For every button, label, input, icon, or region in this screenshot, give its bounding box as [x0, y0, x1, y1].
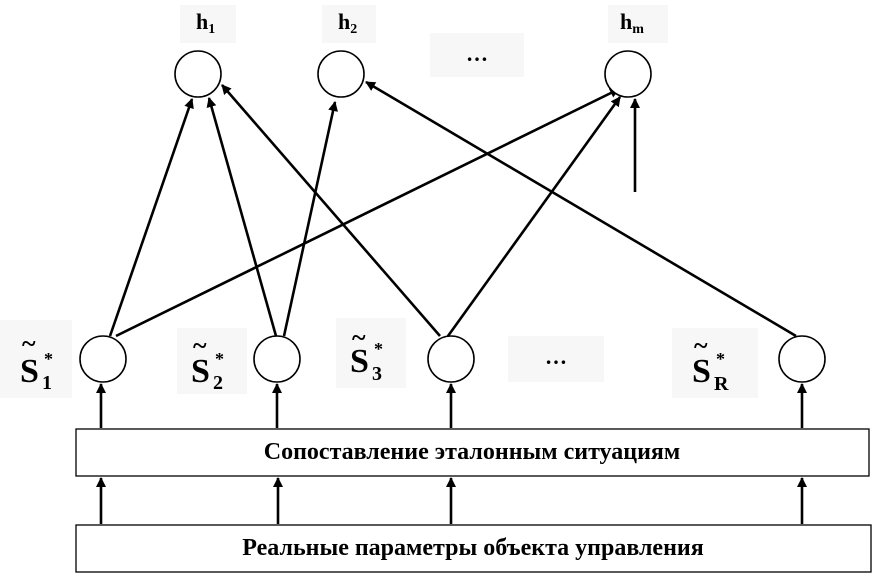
svg-text:1: 1 — [42, 372, 52, 394]
output-node-h2 — [317, 50, 365, 98]
svg-text:~: ~ — [694, 331, 708, 360]
svg-text:h2: h2 — [338, 9, 357, 37]
situation-label-s1: ~ S * 1 — [0, 320, 72, 398]
output-ellipsis: … — [430, 33, 524, 77]
output-node-h1 — [174, 50, 222, 98]
comparison-to-situation-arrows — [96, 383, 807, 428]
edge-s3-hm — [446, 96, 622, 337]
svg-text:S: S — [191, 353, 210, 390]
edge-s3-h1 — [221, 84, 441, 337]
svg-text:…: … — [545, 344, 567, 369]
svg-text:S: S — [350, 343, 369, 380]
situation-ellipsis: … — [508, 336, 604, 382]
svg-text:~: ~ — [22, 329, 36, 358]
situation-node-s2 — [253, 335, 301, 383]
comparison-box-label: Сопоставление эталонным ситуациям — [264, 439, 680, 465]
input-box: Реальные параметры объекта управления — [75, 524, 872, 573]
situation-label-sr: ~ S * R — [672, 328, 758, 398]
svg-text:*: * — [215, 349, 224, 369]
svg-text:2: 2 — [213, 372, 223, 394]
situation-node-s1 — [79, 335, 127, 383]
svg-text:~: ~ — [352, 323, 366, 352]
edges — [108, 80, 797, 338]
svg-text:*: * — [44, 349, 53, 369]
output-label-h2: h2 — [322, 5, 376, 43]
svg-text:*: * — [374, 339, 383, 359]
input-to-comparison-arrows — [96, 477, 807, 524]
output-node-hm — [604, 50, 652, 98]
svg-text:*: * — [716, 349, 725, 369]
situation-node-s3 — [427, 335, 475, 383]
svg-text:h1: h1 — [196, 9, 215, 37]
svg-text:R: R — [714, 373, 729, 395]
svg-text:3: 3 — [372, 363, 382, 385]
situation-label-s3: ~ S * 3 — [336, 318, 406, 388]
input-box-label: Реальные параметры объекта управления — [242, 535, 703, 561]
svg-text:S: S — [20, 353, 39, 390]
svg-text:~: ~ — [193, 331, 207, 360]
edge-s1-h1 — [108, 98, 194, 337]
svg-text:S: S — [692, 353, 711, 390]
edge-s2-h2 — [282, 101, 338, 337]
edge-s2-h1 — [206, 97, 278, 337]
situation-label-s2: ~ S * 2 — [177, 328, 247, 394]
edge-s1-hm — [115, 87, 620, 338]
edge-sr-h2 — [365, 80, 797, 338]
svg-text:…: … — [466, 41, 488, 66]
output-label-h1: h1 — [180, 5, 236, 43]
output-label-hm: hm — [608, 5, 668, 43]
situation-node-sr — [778, 335, 826, 383]
comparison-box: Сопоставление эталонным ситуациям — [75, 428, 870, 477]
svg-text:hm: hm — [620, 9, 644, 37]
